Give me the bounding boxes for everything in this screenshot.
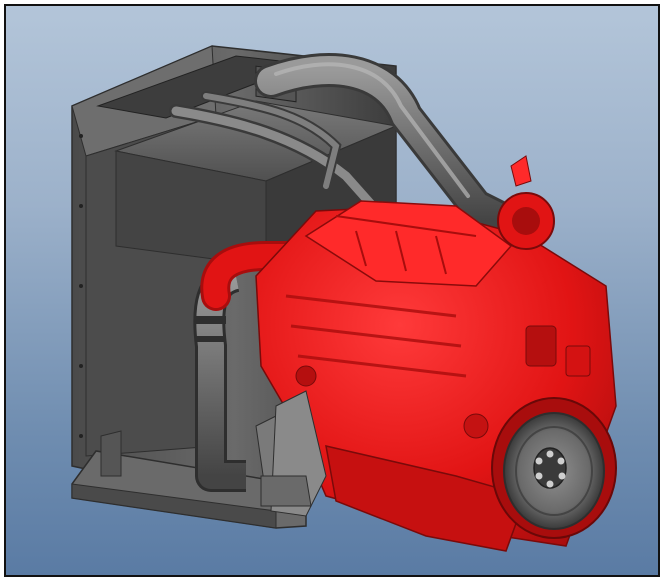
image-frame xyxy=(4,4,660,577)
engine-render xyxy=(71,45,617,552)
intake-pipe xyxy=(254,53,523,238)
flywheel xyxy=(491,397,617,539)
coolant-hoses xyxy=(169,91,393,228)
engine-mount xyxy=(260,390,327,517)
